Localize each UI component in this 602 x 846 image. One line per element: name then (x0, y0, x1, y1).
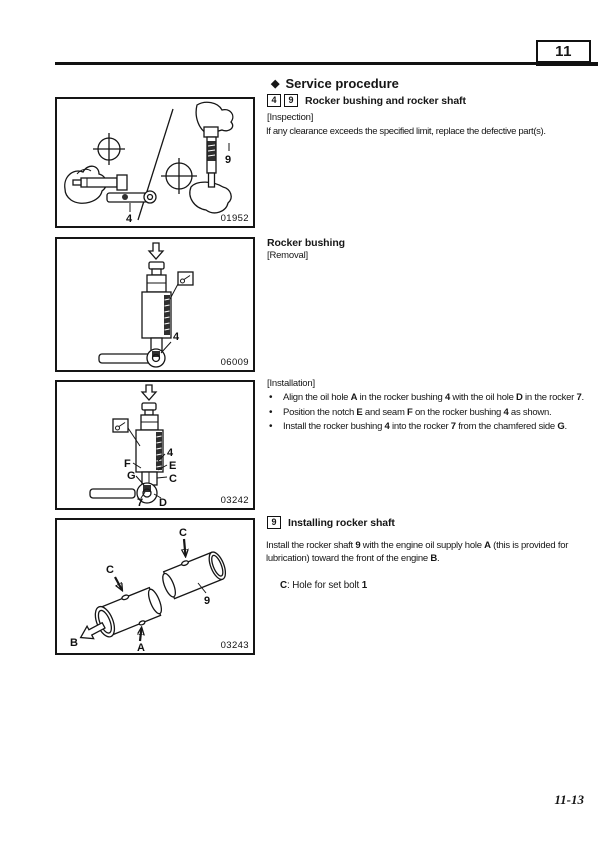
chapter-number-box: 11 (536, 40, 591, 63)
press-down-arrow-icon (140, 384, 158, 401)
figure-bushing-removal: 4 06009 (55, 237, 255, 372)
bushing-driver-tool-drawing (141, 261, 172, 354)
figure-label-C: C (169, 473, 177, 485)
crosshair-mark (161, 158, 197, 194)
rocker-arm-drawing (106, 190, 157, 204)
bullet-icon: • (269, 392, 273, 403)
figure-rocker-shaft: C C A B 9 03243 (55, 518, 255, 655)
leader-line-D (153, 493, 162, 499)
subsection-title: Rocker bushing and rocker shaft (305, 94, 466, 107)
diamond-icon: ◆ (271, 78, 280, 90)
figure-part-label-7: 7 (137, 497, 143, 508)
chapter-number: 11 (555, 43, 572, 60)
removal-label: [Removal] (267, 250, 308, 261)
micrometer-drawing (72, 174, 128, 191)
figure-code: 03243 (221, 640, 249, 651)
service-procedure-title: Service procedure (285, 76, 399, 91)
figure-label-D: D (159, 497, 167, 508)
chapter-box-shadow (536, 62, 598, 66)
special-tool-icon (112, 418, 129, 433)
arrow-A (140, 628, 142, 642)
bullet-icon: • (269, 406, 273, 418)
arrow-C-front (114, 576, 122, 590)
figure-rocker-shaft-illustration: C C A B 9 03243 (70, 527, 249, 653)
figure-code: 03242 (221, 495, 249, 506)
ref-box-9: 9 (267, 516, 281, 529)
bullet-icon: • (269, 421, 273, 433)
installation-bullet-list: • Align the oil hole A in the rocker bus… (269, 391, 593, 435)
press-down-arrow-icon (147, 242, 165, 260)
header-rule (55, 62, 536, 65)
figure-label-F: F (124, 458, 131, 470)
bullet-text: Install the rocker bushing 4 into the ro… (283, 421, 567, 433)
ref-box-9: 9 (284, 94, 298, 107)
leader-line-tool (169, 283, 179, 300)
special-tool-icon (177, 271, 194, 286)
hand-drawing (189, 101, 234, 214)
figure-code: 01952 (221, 213, 249, 224)
figure-bushing-removal-illustration: 4 06009 (98, 242, 249, 368)
figure-inspection-illustration: 4 9 01952 (64, 101, 249, 225)
figure-bushing-installation-illustration: 4 F E C G 7 D 03242 (89, 384, 249, 508)
leader-line-G (135, 475, 145, 486)
installing-rocker-shaft-heading: 9 Installing rocker shaft (267, 516, 395, 529)
installing-rocker-shaft-body: Install the rocker shaft 9 with the engi… (266, 540, 569, 565)
leader-line-F (132, 462, 142, 469)
figure-label-G: G (127, 470, 136, 482)
page-number: 11-13 (554, 792, 584, 807)
figure-part-label-4: 4 (126, 213, 133, 225)
figure-part-label-4: 4 (173, 331, 180, 343)
rocker-shaft-gauge-drawing (203, 126, 219, 188)
service-procedure-heading: ◆ Service procedure (271, 76, 399, 91)
rear-shaft-drawing (162, 551, 227, 600)
rocker-bushing-heading: Rocker bushing (267, 237, 345, 249)
leader-line-4 (157, 453, 166, 462)
list-item: • Install the rocker bushing 4 into the … (269, 420, 593, 433)
rocker-arm-drawing (89, 482, 158, 504)
inspection-label: [Inspection] (267, 112, 314, 123)
subsection-heading-rocker-bushing-and-shaft: 4 9 Rocker bushing and rocker shaft (267, 94, 466, 107)
rocker-arm-drawing (98, 348, 166, 368)
figure-code: 06009 (221, 357, 249, 368)
leader-line-C (156, 476, 168, 479)
bullet-text: Position the notch E and seam F on the r… (283, 406, 552, 418)
arrow-C-rear (184, 538, 186, 556)
figure-part-label-4: 4 (167, 447, 174, 459)
figure-bushing-installation: 4 F E C G 7 D 03242 (55, 380, 255, 510)
set-bolt-note: C: Hole for set bolt 1 (280, 580, 368, 591)
figure-label-A: A (137, 642, 145, 653)
direction-arrow-B-icon (79, 621, 106, 640)
inspection-text: If any clearance exceeds the specified l… (266, 126, 546, 137)
figure-label-B: B (70, 637, 78, 649)
list-item: • Align the oil hole A in the rocker bus… (269, 391, 593, 404)
leader-line-7 (140, 491, 146, 499)
bushing-driver-tool-drawing (135, 402, 164, 473)
leader-line-tool (127, 427, 141, 447)
installing-rocker-shaft-title: Installing rocker shaft (288, 516, 395, 529)
divider-line (137, 108, 174, 221)
figure-part-label-9: 9 (225, 154, 231, 166)
figure-part-label-9: 9 (204, 595, 210, 607)
leader-line-4 (160, 341, 172, 354)
figure-label-C-front: C (106, 564, 114, 576)
list-item: • Position the notch E and seam F on the… (269, 406, 593, 419)
installation-label: [Installation] (267, 378, 315, 389)
ref-box-4: 4 (267, 94, 281, 107)
leader-line-9 (197, 582, 207, 594)
figure-label-C-rear: C (179, 527, 187, 539)
bullet-text: Align the oil hole A in the rocker bushi… (283, 392, 584, 403)
figure-inspection: 4 9 01952 (55, 97, 255, 228)
leader-line-E (157, 464, 168, 471)
front-shaft-drawing (94, 586, 163, 638)
crosshair-mark (93, 133, 125, 165)
figure-label-E: E (169, 460, 176, 472)
